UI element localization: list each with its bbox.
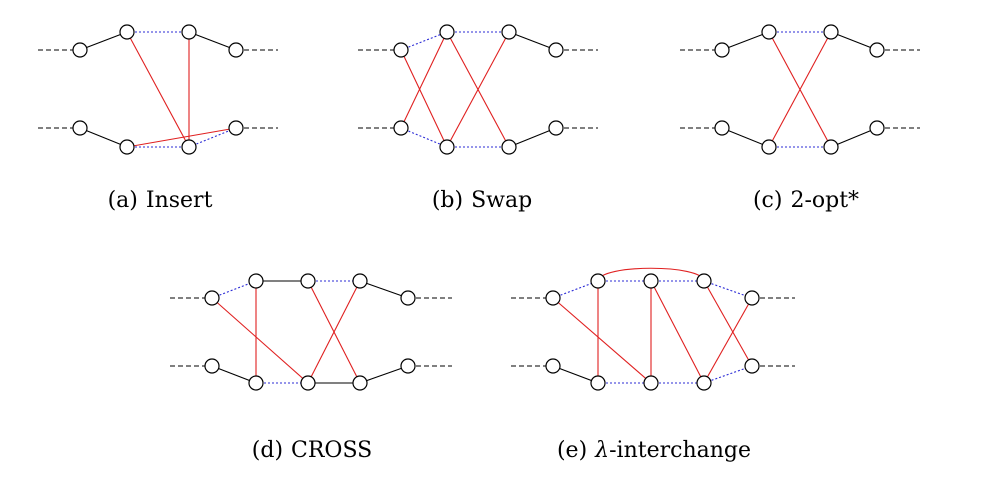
route-edge [830, 31, 878, 51]
route-edge [79, 127, 128, 148]
caption-lambda-interchange: (e) λ-interchange [557, 438, 751, 463]
caption-tag: (d) [251, 438, 284, 463]
panel-swap [358, 24, 598, 155]
route-edge [359, 365, 409, 384]
customer-node [352, 375, 368, 391]
caption-swap: (b) Swap [432, 188, 532, 213]
route-edge [188, 31, 237, 51]
caption-tag: (e) [556, 438, 588, 463]
route-edge [211, 365, 257, 384]
customer-node [643, 273, 659, 289]
added-edge [400, 31, 448, 129]
caption-2-opt-star: (c) 2-opt* [753, 188, 859, 213]
added-edge [126, 31, 190, 148]
route-edge [721, 31, 770, 51]
caption-name: Insert [145, 188, 213, 213]
customer-node [696, 375, 712, 391]
customer-node [869, 120, 885, 136]
customer-node [204, 290, 220, 306]
caption-insert: (a) Insert [108, 188, 213, 213]
customer-node [181, 139, 197, 155]
customer-node [393, 42, 409, 58]
customer-node [119, 139, 135, 155]
customer-node [400, 358, 416, 374]
customer-node [548, 120, 564, 136]
added-edge [211, 297, 309, 384]
panel-insert [38, 24, 278, 155]
customer-node [228, 42, 244, 58]
added-edge [768, 31, 832, 148]
route-edge [508, 127, 557, 148]
caption-greek: λ [595, 438, 610, 463]
customer-node [643, 375, 659, 391]
customer-node [439, 139, 455, 155]
added-edge [307, 280, 361, 384]
route-edge [830, 127, 878, 148]
added-edge [703, 280, 753, 367]
customer-node [714, 42, 730, 58]
added-edge [650, 280, 705, 384]
customer-node [823, 24, 839, 40]
added-edge [446, 31, 510, 148]
customer-node [439, 24, 455, 40]
customer-node [744, 290, 760, 306]
added-edge [400, 49, 448, 148]
route-edge [508, 31, 557, 51]
caption-tag: (a) [107, 188, 138, 213]
route-edge [79, 31, 128, 51]
caption-name: 2-opt* [790, 188, 860, 213]
added-edge [703, 297, 753, 384]
customer-node [548, 42, 564, 58]
customer-node [352, 273, 368, 289]
customer-node [501, 139, 517, 155]
customer-node [300, 375, 316, 391]
removed-edge [703, 280, 753, 299]
added-edge [552, 297, 652, 384]
panel-lambda-interchange [511, 267, 795, 391]
caption-tag: (c) [752, 188, 783, 213]
customer-node [204, 358, 220, 374]
route-edge [359, 280, 409, 299]
caption-name: -interchange [609, 438, 752, 463]
customer-node [119, 24, 135, 40]
customer-node [248, 375, 264, 391]
route-edge [552, 365, 599, 384]
removed-edge [400, 127, 448, 148]
route-edge [721, 127, 770, 148]
customer-node [393, 120, 409, 136]
customer-node [744, 358, 760, 374]
customer-node [72, 120, 88, 136]
caption-cross: (d) CROSS [252, 438, 372, 463]
removed-edge [400, 31, 448, 51]
customer-node [72, 42, 88, 58]
customer-node [545, 290, 561, 306]
customer-node [823, 139, 839, 155]
removed-edge [188, 127, 237, 148]
customer-node [501, 24, 517, 40]
customer-node [761, 24, 777, 40]
panel-2-opt-star [680, 24, 920, 155]
caption-tag: (b) [431, 188, 464, 213]
removed-edge [703, 365, 753, 384]
customer-node [248, 273, 264, 289]
panel-cross [170, 273, 452, 391]
customer-node [300, 273, 316, 289]
customer-node [228, 120, 244, 136]
customer-node [714, 120, 730, 136]
customer-node [590, 375, 606, 391]
removed-edge [552, 280, 599, 299]
caption-name: Swap [471, 188, 533, 213]
customer-node [181, 24, 197, 40]
customer-node [869, 42, 885, 58]
added-edge [126, 127, 237, 148]
customer-node [545, 358, 561, 374]
customer-node [696, 273, 712, 289]
customer-node [400, 290, 416, 306]
customer-node [761, 139, 777, 155]
customer-node [590, 273, 606, 289]
caption-name: CROSS [291, 438, 373, 463]
